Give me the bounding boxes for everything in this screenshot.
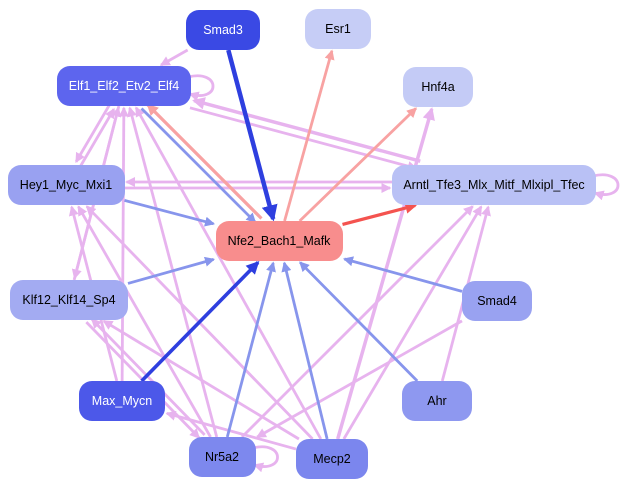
node-arntl-tfe3-mlx-mitf-mlxipl-tfec[interactable]: Arntl_Tfe3_Mlx_Mitf_Mlxipl_Tfec — [392, 165, 596, 205]
edge-mecp2-to-klf12-klf14-sp4 — [102, 319, 300, 441]
node-elf1-elf2-etv2-elf4[interactable]: Elf1_Elf2_Etv2_Elf4 — [57, 66, 191, 106]
self-loop-arntl-tfe3-mlx-mitf-mlxipl-tfec — [592, 173, 620, 201]
node-esr1[interactable]: Esr1 — [305, 9, 371, 49]
edge-mecp2-to-arntl-tfe3-mlx-mitf-mlxipl-tfec — [342, 205, 483, 440]
edge-nr5a2-to-hey1-myc-mxi1 — [77, 205, 212, 438]
node-label: Nfe2_Bach1_Mafk — [227, 234, 331, 248]
node-label: Mecp2 — [313, 452, 351, 466]
edge-nr5a2-to-klf12-klf14-sp4 — [90, 318, 206, 436]
edge-mecp2-to-elf1-elf2-etv2-elf4 — [134, 106, 323, 440]
edge-ahr-to-nfe2-bach1-mafk — [299, 261, 419, 382]
edge-elf1-elf2-etv2-elf4-to-nfe2-bach1-mafk — [140, 107, 257, 224]
edge-smad3-to-nfe2-bach1-mafk — [226, 49, 278, 222]
edge-elf1-elf2-etv2-elf4-to-arntl-tfe3-mlx-mitf-mlxipl-tfec — [189, 106, 418, 172]
node-label: Hey1_Myc_Mxi1 — [19, 178, 113, 192]
edge-hey1-myc-mxi1-to-elf1-elf2-etv2-elf4 — [79, 107, 116, 168]
node-label: Arntl_Tfe3_Mlx_Mitf_Mlxipl_Tfec — [403, 178, 585, 192]
edge-nfe2-bach1-mafk-to-arntl-tfe3-mlx-mitf-mlxipl-tfec — [342, 202, 417, 227]
node-label: Esr1 — [325, 22, 351, 36]
edge-hey1-myc-mxi1-to-nfe2-bach1-mafk — [124, 199, 216, 227]
edge-nfe2-bach1-mafk-to-hnf4a — [298, 107, 418, 223]
edge-klf12-klf14-sp4-to-nfe2-bach1-mafk — [127, 256, 216, 285]
node-label: Klf12_Klf14_Sp4 — [22, 293, 116, 307]
edge-nfe2-bach1-mafk-to-esr1 — [283, 49, 335, 222]
node-label: Elf1_Elf2_Etv2_Elf4 — [68, 79, 180, 93]
node-hey1-myc-mxi1[interactable]: Hey1_Myc_Mxi1 — [7, 165, 125, 205]
node-nr5a2[interactable]: Nr5a2 — [188, 437, 256, 477]
self-loop-nr5a2 — [252, 445, 279, 473]
node-smad3[interactable]: Smad3 — [186, 10, 260, 50]
node-label: Max_Mycn — [91, 394, 153, 408]
self-loop-elf1-elf2-etv2-elf4 — [187, 74, 215, 102]
node-ahr[interactable]: Ahr — [402, 381, 472, 421]
node-label: Hnf4a — [421, 80, 455, 94]
edge-nfe2-bach1-mafk-to-elf1-elf2-etv2-elf4 — [146, 103, 263, 220]
edge-mecp2-to-max-mycn — [165, 410, 297, 451]
node-klf12-klf14-sp4[interactable]: Klf12_Klf14_Sp4 — [10, 280, 128, 320]
node-label: Smad4 — [477, 294, 517, 308]
node-label: Ahr — [427, 394, 447, 408]
edge-max-mycn-to-nfe2-bach1-mafk — [140, 261, 260, 383]
edge-elf1-elf2-etv2-elf4-to-hey1-myc-mxi1 — [74, 103, 111, 164]
node-max-mycn[interactable]: Max_Mycn — [79, 381, 165, 421]
node-hnf4a[interactable]: Hnf4a — [403, 67, 473, 107]
node-label: Smad3 — [203, 23, 243, 37]
edge-nr5a2-to-nfe2-bach1-mafk — [225, 261, 276, 438]
edge-arntl-tfe3-mlx-mitf-mlxipl-tfec-to-elf1-elf2-etv2-elf4 — [192, 97, 421, 163]
edge-smad4-to-nfe2-bach1-mafk — [342, 256, 463, 293]
edge-smad4-to-nr5a2 — [255, 319, 463, 439]
node-mecp2[interactable]: Mecp2 — [296, 439, 368, 479]
edge-smad3-to-elf1-elf2-etv2-elf4 — [159, 48, 189, 67]
node-label: Nr5a2 — [204, 450, 240, 464]
node-nfe2-bach1-mafk[interactable]: Nfe2_Bach1_Mafk — [215, 221, 343, 261]
edge-mecp2-to-nfe2-bach1-mafk — [281, 261, 329, 440]
node-smad4[interactable]: Smad4 — [462, 281, 532, 321]
